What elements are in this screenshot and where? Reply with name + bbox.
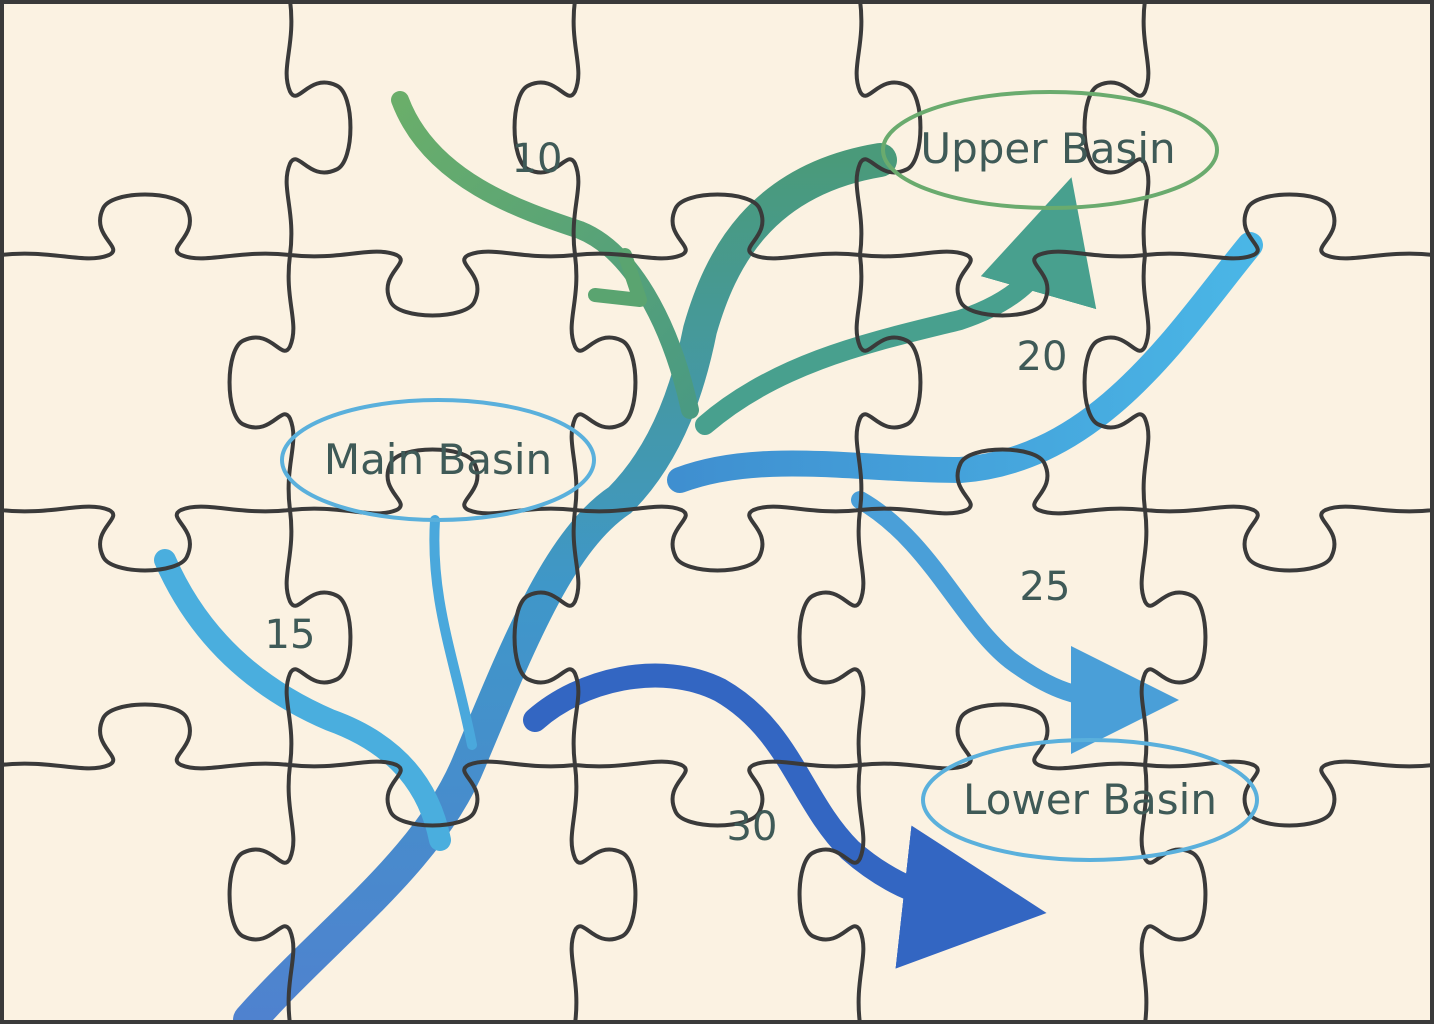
teal-branch-river — [695, 177, 1097, 435]
green-tributary-river — [391, 91, 699, 419]
upper-basin-ellipse — [881, 90, 1219, 210]
flow-value-25: 25 — [1020, 564, 1071, 610]
lower-basin-label: Lower Basin — [963, 775, 1217, 824]
basin-labels: Upper Basin Main Basin Lower Basin — [280, 90, 1259, 862]
flow-value-labels: 10 20 15 25 30 — [265, 136, 1071, 850]
light-blue-branch-river — [667, 232, 1263, 493]
upper-basin-label: Upper Basin — [920, 124, 1175, 173]
river-network — [154, 91, 1263, 1024]
main-trunk-river — [233, 143, 897, 1024]
main-basin-stream — [429, 515, 477, 750]
main-basin-label: Main Basin — [324, 435, 552, 484]
main-basin-node: Main Basin — [280, 398, 596, 522]
dark-blue-branch-river — [523, 663, 1047, 969]
left-tributary-river — [154, 549, 451, 851]
lower-basin-branch-river — [851, 491, 1179, 754]
main-basin-ellipse — [280, 398, 596, 522]
upper-basin-node: Upper Basin — [881, 90, 1219, 210]
lower-basin-ellipse — [921, 738, 1259, 862]
flow-value-15: 15 — [265, 612, 316, 658]
green-tributary-arrow — [588, 248, 647, 307]
lower-basin-node: Lower Basin — [921, 738, 1259, 862]
flow-value-30: 30 — [727, 804, 778, 850]
flow-value-10: 10 — [512, 136, 563, 182]
flow-value-20: 20 — [1017, 334, 1068, 380]
